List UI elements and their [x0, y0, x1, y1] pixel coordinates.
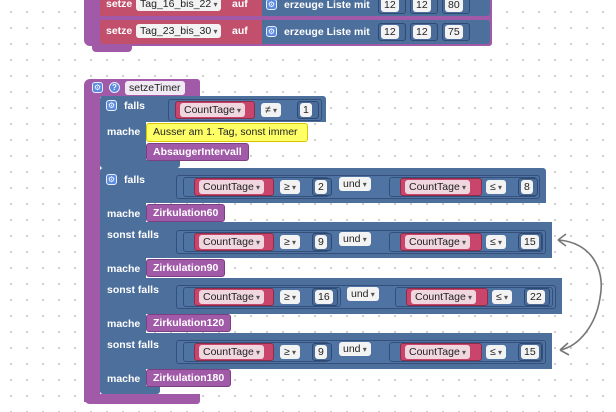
and-dropdown[interactable]: und	[347, 287, 379, 301]
variable-getter[interactable]: CountTage	[194, 178, 274, 196]
list-item-1[interactable]: 12	[378, 23, 406, 41]
number-block[interactable]: 2	[312, 178, 332, 196]
top-set-blocks-bottom-tab	[92, 46, 132, 52]
number-block[interactable]: 15	[518, 343, 542, 361]
and-block[interactable]: CountTage ≥ 9 und CountTage ≤ 15	[176, 230, 546, 254]
comment-text: Ausser am 1. Tag, sonst immer	[153, 126, 298, 138]
variable-getter[interactable]: CountTage	[400, 178, 482, 196]
number-block[interactable]: 9	[312, 343, 332, 361]
number-block[interactable]: 1	[297, 101, 319, 119]
variable-getter[interactable]: CountTage	[400, 233, 482, 251]
number-block[interactable]: 9	[312, 233, 332, 251]
set-label: setze	[106, 0, 133, 10]
else-if-label: sonst falls	[107, 284, 159, 296]
if-block-2-bottom	[100, 386, 160, 394]
variable-dropdown[interactable]: Tag_23_bis_30	[136, 24, 222, 38]
gear-icon[interactable]: ⚙	[92, 82, 103, 93]
list-item-2[interactable]: 12	[410, 0, 438, 14]
variable-getter[interactable]: CountTage	[400, 343, 482, 361]
and-block[interactable]: CountTage ≥ 16 und CountTage ≤ 22	[176, 285, 556, 309]
if-block-2-rail	[100, 200, 146, 392]
set-block-2[interactable]: setze Tag_23_bis_30 auf ⚙ erzeuge Liste …	[84, 20, 492, 44]
do-label: mache	[107, 263, 141, 275]
list-create-block-2[interactable]: ⚙ erzeuge Liste mit 12 12 75	[262, 20, 490, 44]
gear-icon[interactable]: ⚙	[106, 174, 117, 185]
list-item-2[interactable]: 12	[410, 23, 438, 41]
operator-dropdown[interactable]: ≥	[280, 235, 301, 249]
variable-getter[interactable]: CountTage	[194, 343, 274, 361]
compare-block-right[interactable]: CountTage ≤ 8	[389, 177, 538, 197]
do-label: mache	[107, 318, 141, 330]
compare-block-left[interactable]: CountTage ≥ 9	[183, 232, 332, 252]
compare-block-left[interactable]: CountTage ≥ 16	[183, 287, 341, 307]
number-block[interactable]: 22	[524, 288, 550, 306]
and-block[interactable]: CountTage ≥ 2 und CountTage ≤ 8	[176, 175, 540, 199]
do-label: mache	[107, 126, 141, 138]
to-label: auf	[232, 25, 248, 37]
number-block[interactable]: 16	[312, 288, 338, 306]
gear-icon[interactable]: ⚙	[106, 100, 117, 111]
and-dropdown[interactable]: und	[339, 342, 371, 356]
operator-dropdown[interactable]: ≥	[280, 180, 301, 194]
number-block[interactable]: 15	[518, 233, 542, 251]
compare-block-left[interactable]: CountTage ≥ 9	[183, 342, 332, 362]
operator-dropdown[interactable]: ≤	[492, 290, 513, 304]
question-icon[interactable]: ?	[109, 82, 120, 93]
compare-block-left[interactable]: CountTage ≥ 2	[183, 177, 332, 197]
procedure-call-block[interactable]: Zirkulation60	[146, 204, 226, 222]
procedure-left-rail	[84, 96, 100, 402]
else-if-label: sonst falls	[107, 229, 159, 241]
number-block[interactable]: 8	[518, 178, 538, 196]
list-item-1[interactable]: 12	[378, 0, 406, 14]
compare-block-right[interactable]: CountTage ≤ 15	[389, 232, 543, 252]
set-label: setze	[106, 25, 133, 37]
and-dropdown[interactable]: und	[339, 177, 371, 191]
and-block[interactable]: CountTage ≥ 9 und CountTage ≤ 15	[176, 340, 546, 364]
operator-dropdown[interactable]: ≠	[261, 103, 282, 117]
if-block-1-left	[100, 120, 146, 164]
comment-block[interactable]: Ausser am 1. Tag, sonst immer	[146, 123, 308, 142]
list-item-3[interactable]: 80	[442, 0, 470, 14]
operator-dropdown[interactable]: ≥	[280, 345, 301, 359]
if-label: falls	[124, 174, 146, 186]
procedure-name-field[interactable]: setzeTimer	[125, 81, 185, 95]
variable-getter[interactable]: CountTage	[194, 233, 274, 251]
compare-block[interactable]: CountTage ≠ 1	[168, 99, 322, 121]
list-create-block-1[interactable]: ⚙ erzeuge Liste mit 12 12 80	[262, 0, 490, 16]
variable-getter[interactable]: CountTage	[194, 288, 274, 306]
list-item-3[interactable]: 75	[442, 23, 470, 41]
set-block-1[interactable]: setze Tag_16_bis_22 auf ⚙ erzeuge Liste …	[84, 0, 492, 18]
to-label: auf	[232, 0, 248, 10]
variable-getter[interactable]: CountTage	[175, 101, 255, 119]
list-create-label: erzeuge Liste mit	[284, 26, 370, 38]
compare-block-right[interactable]: CountTage ≤ 22	[395, 287, 553, 307]
gear-icon[interactable]: ⚙	[266, 0, 277, 10]
compare-block-right[interactable]: CountTage ≤ 15	[389, 342, 543, 362]
procedure-call-block[interactable]: Zirkulation180	[146, 369, 232, 387]
operator-dropdown[interactable]: ≥	[280, 290, 301, 304]
annotation-arrow	[557, 233, 602, 356]
operator-dropdown[interactable]: ≤	[486, 235, 507, 249]
procedure-call-block[interactable]: AbsaugerIntervall	[146, 143, 249, 161]
and-dropdown[interactable]: und	[339, 232, 371, 246]
procedure-call-block[interactable]: Zirkulation90	[146, 259, 226, 277]
do-label: mache	[107, 208, 141, 220]
gear-icon[interactable]: ⚙	[266, 26, 277, 37]
list-create-label: erzeuge Liste mit	[284, 0, 370, 11]
operator-dropdown[interactable]: ≤	[486, 180, 507, 194]
operator-dropdown[interactable]: ≤	[486, 345, 507, 359]
else-if-label: sonst falls	[107, 339, 159, 351]
if-block-1-bottom	[100, 160, 180, 168]
procedure-call-block[interactable]: Zirkulation120	[146, 314, 232, 332]
do-label: mache	[107, 373, 141, 385]
procedure-bottom-bar	[84, 394, 200, 404]
variable-dropdown[interactable]: Tag_16_bis_22	[136, 0, 222, 11]
variable-getter[interactable]: CountTage	[406, 288, 488, 306]
if-label: falls	[124, 100, 146, 112]
